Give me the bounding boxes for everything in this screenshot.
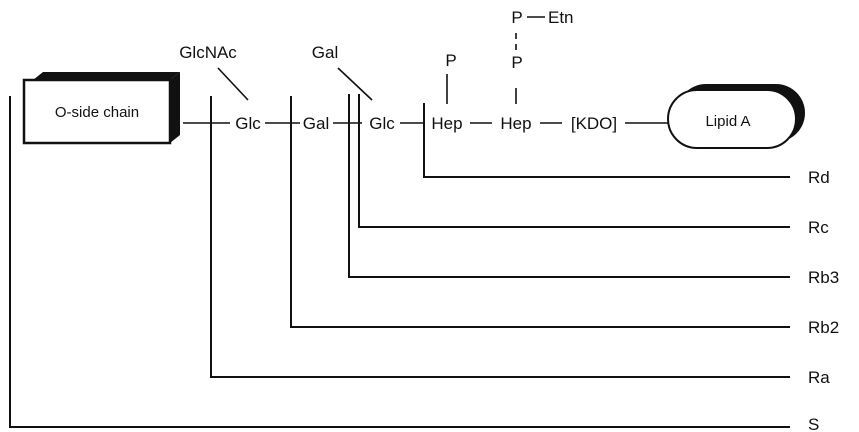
o-side-chain-box: O-side chain — [22, 72, 180, 145]
kdo-label: [KDO] — [571, 114, 617, 133]
lipid-a-label: Lipid A — [705, 113, 750, 130]
chemotype-rd: Rd — [808, 168, 830, 187]
chemotype-lines — [9, 94, 790, 428]
lipid-a-shape: Lipid A — [667, 84, 805, 149]
glcnac-label: GlcNAc — [179, 43, 237, 62]
chemotype-ra: Ra — [808, 368, 830, 387]
glc1-label: Glc — [235, 114, 261, 133]
etn-label: Etn — [548, 8, 574, 27]
p2-label: P — [511, 53, 522, 72]
hep2-label: Hep — [500, 114, 531, 133]
chemotype-rb3: Rb3 — [808, 268, 839, 287]
gal-branch-label: Gal — [312, 43, 338, 62]
backbone-sugars: Glc Gal Glc Hep Hep [KDO] — [235, 114, 617, 133]
p1-label: P — [445, 51, 456, 70]
hep1-label: Hep — [431, 114, 462, 133]
gal-label: Gal — [303, 114, 329, 133]
chemotype-rc: Rc — [808, 218, 829, 237]
p-etn-p-label: P — [511, 8, 522, 27]
glc2-label: Glc — [369, 114, 395, 133]
chemotype-s: S — [808, 415, 819, 432]
o-side-chain-label: O-side chain — [55, 104, 139, 121]
chemotype-labels: Rd Rc Rb3 Rb2 Ra S — [808, 168, 839, 432]
branches: GlcNAc Gal P P Etn P — [179, 8, 574, 104]
chemotype-rb2: Rb2 — [808, 318, 839, 337]
